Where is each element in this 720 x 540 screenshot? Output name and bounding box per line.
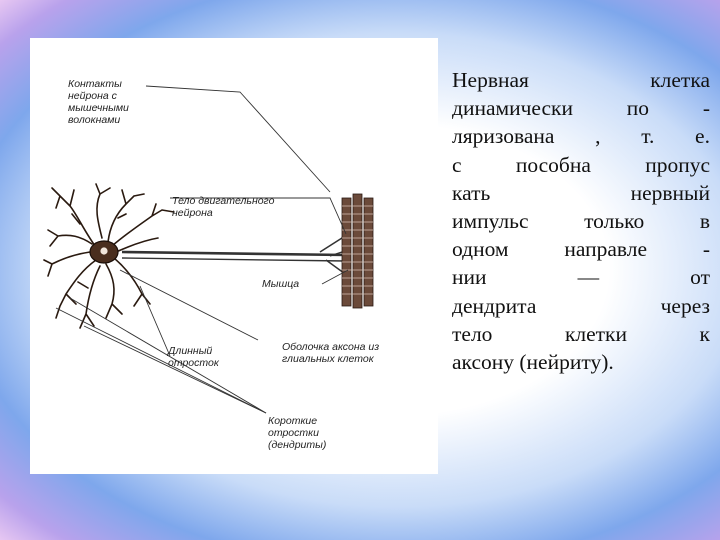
muscle [341, 193, 374, 309]
neuron-diagram: Контакты нейрона с мышечными волокнами Т… [43, 78, 382, 451]
neuron-nucleus [100, 247, 108, 255]
axon [121, 225, 349, 277]
muscle-striations [342, 205, 373, 295]
leader-lines [55, 85, 349, 414]
label-muscle: Мышца [262, 278, 299, 290]
text-line: аксону (нейриту). [452, 350, 614, 375]
label-long-process: Длинный отросток [167, 345, 220, 369]
label-neuron-body: Тело двигательного нейрона [172, 195, 277, 219]
label-axon-sheath: Оболочка аксона из глиальных клеток [282, 341, 382, 365]
text-line: нии—от [452, 265, 710, 290]
label-contacts: Контакты нейрона с мышечными волокнами [68, 78, 132, 126]
neuron-diagram-panel: Контакты нейрона с мышечными волокнами Т… [30, 38, 438, 474]
text-line: ляризована,т.е. [452, 124, 710, 149]
label-short-processes: Короткие отростки (дендриты) [268, 415, 326, 451]
